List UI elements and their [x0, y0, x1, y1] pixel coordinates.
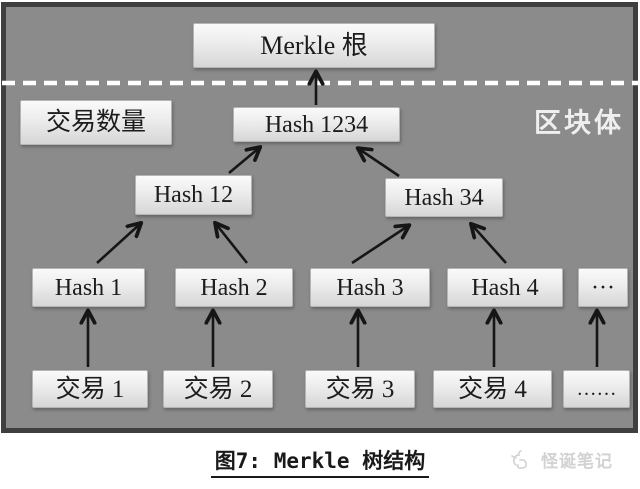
figure-caption-text: 图7: Merkle 树结构: [210, 449, 430, 478]
figure-caption: 图7: Merkle 树结构: [0, 445, 640, 478]
node-tx-1: 交易 1: [32, 370, 148, 408]
node-tx-count: 交易数量: [20, 100, 172, 145]
node-tx-4: 交易 4: [433, 370, 552, 408]
watermark: 怪诞笔记: [510, 447, 613, 472]
node-hash-34: Hash 34: [385, 178, 503, 217]
node-merkle-root: Merkle 根: [193, 23, 435, 68]
node-hash-2: Hash 2: [175, 268, 293, 307]
node-hash-12: Hash 12: [135, 175, 252, 215]
creature-logo-icon: [511, 449, 527, 469]
node-hash-ellipsis: ···: [578, 268, 628, 307]
node-tx-ellipsis: ……: [563, 370, 630, 408]
block-body-label: 区块体: [534, 108, 624, 138]
node-hash-1: Hash 1: [32, 268, 145, 307]
node-hash-1234: Hash 1234: [233, 107, 400, 142]
node-hash-3: Hash 3: [310, 268, 430, 307]
node-tx-2: 交易 2: [163, 370, 273, 408]
node-tx-3: 交易 3: [305, 370, 415, 408]
watermark-text: 怪诞笔记: [541, 452, 613, 471]
node-hash-4: Hash 4: [447, 268, 563, 307]
